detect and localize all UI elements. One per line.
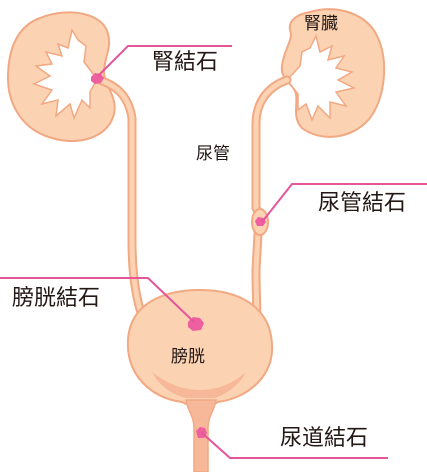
kidney-label: 腎臓 — [304, 14, 338, 34]
bladder-label: 膀胱 — [171, 347, 205, 367]
right-ureter — [251, 75, 292, 343]
kidney-stone-marker — [91, 73, 104, 84]
left-kidney — [6, 11, 116, 142]
urethral-stone-leader — [201, 432, 388, 459]
leader-lines — [0, 45, 427, 459]
ureteral-stone-leader — [261, 183, 427, 223]
urethral-stone-label: 尿道結石 — [280, 426, 369, 451]
right-kidney — [280, 8, 386, 138]
kidney-stone-label: 腎結石 — [152, 50, 219, 75]
bladder-stone-leader — [0, 277, 195, 323]
bladder-stone-label: 膀胱結石 — [12, 286, 101, 311]
ureter-label: 尿管 — [196, 144, 230, 164]
bladder — [126, 288, 274, 405]
ureteral-stone-label: 尿管結石 — [318, 191, 407, 216]
kidney-stone-leader — [97, 45, 232, 77]
left-ureter — [92, 74, 149, 327]
